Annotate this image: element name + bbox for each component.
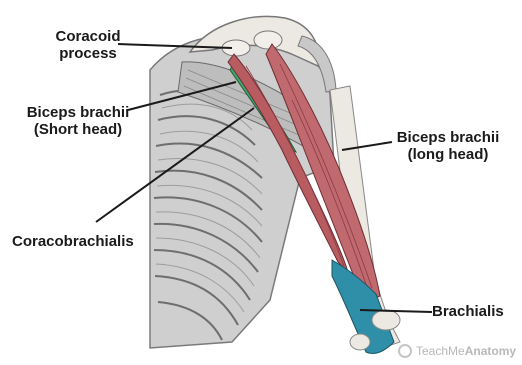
watermark: TeachMeAnatomy <box>398 344 516 358</box>
coracobrachialis-label: Coracobrachialis <box>12 233 134 250</box>
biceps-long-head-label: Biceps brachii (long head) <box>378 129 518 163</box>
brachialis-label: Brachialis <box>432 303 504 320</box>
teachmeanatomy-logo-icon <box>398 344 412 358</box>
watermark-text: TeachMeAnatomy <box>416 344 516 358</box>
watermark-brand-bold: Anatomy <box>465 344 516 358</box>
biceps-short-head-label-line-2: (Short head) <box>8 121 148 138</box>
biceps-short-head-label-line-1: Biceps brachii <box>8 104 148 121</box>
watermark-brand-light: TeachMe <box>416 344 465 358</box>
biceps-long-head-label-line-2: (long head) <box>378 146 518 163</box>
biceps-short-head-label: Biceps brachii (Short head) <box>8 104 148 138</box>
biceps-long-head-label-line-1: Biceps brachii <box>378 129 518 146</box>
coracoid-process-label: Coracoid process <box>38 28 138 62</box>
coracoid-process-label-line-1: Coracoid <box>38 28 138 45</box>
coracoid-process-label-line-2: process <box>38 45 138 62</box>
